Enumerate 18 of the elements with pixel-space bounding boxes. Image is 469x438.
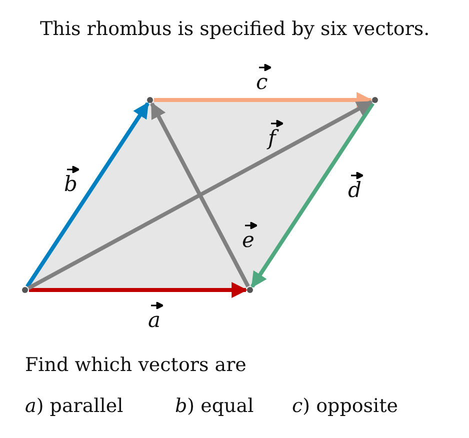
vector-label: c <box>256 70 268 94</box>
vector-arrow <box>154 92 373 108</box>
vector-label: d <box>348 178 362 202</box>
vector-arrow <box>26 102 150 288</box>
answer-option: b) equal <box>175 395 254 417</box>
vector-label: b <box>64 172 78 196</box>
vector-arrow <box>250 102 374 288</box>
vector-arrow <box>150 102 250 288</box>
answer-option: a) parallel <box>25 395 124 417</box>
answer-option: c) opposite <box>292 395 398 417</box>
vector-arrow <box>29 282 248 298</box>
vertex-dot <box>22 287 28 293</box>
question-text: Find which vectors are <box>25 354 246 376</box>
vertex-dot <box>372 97 378 103</box>
vertex-dot <box>147 97 153 103</box>
title: This rhombus is specified by six vectors. <box>40 18 430 40</box>
vector-label: e <box>242 228 254 252</box>
vector-label: a <box>148 308 161 332</box>
